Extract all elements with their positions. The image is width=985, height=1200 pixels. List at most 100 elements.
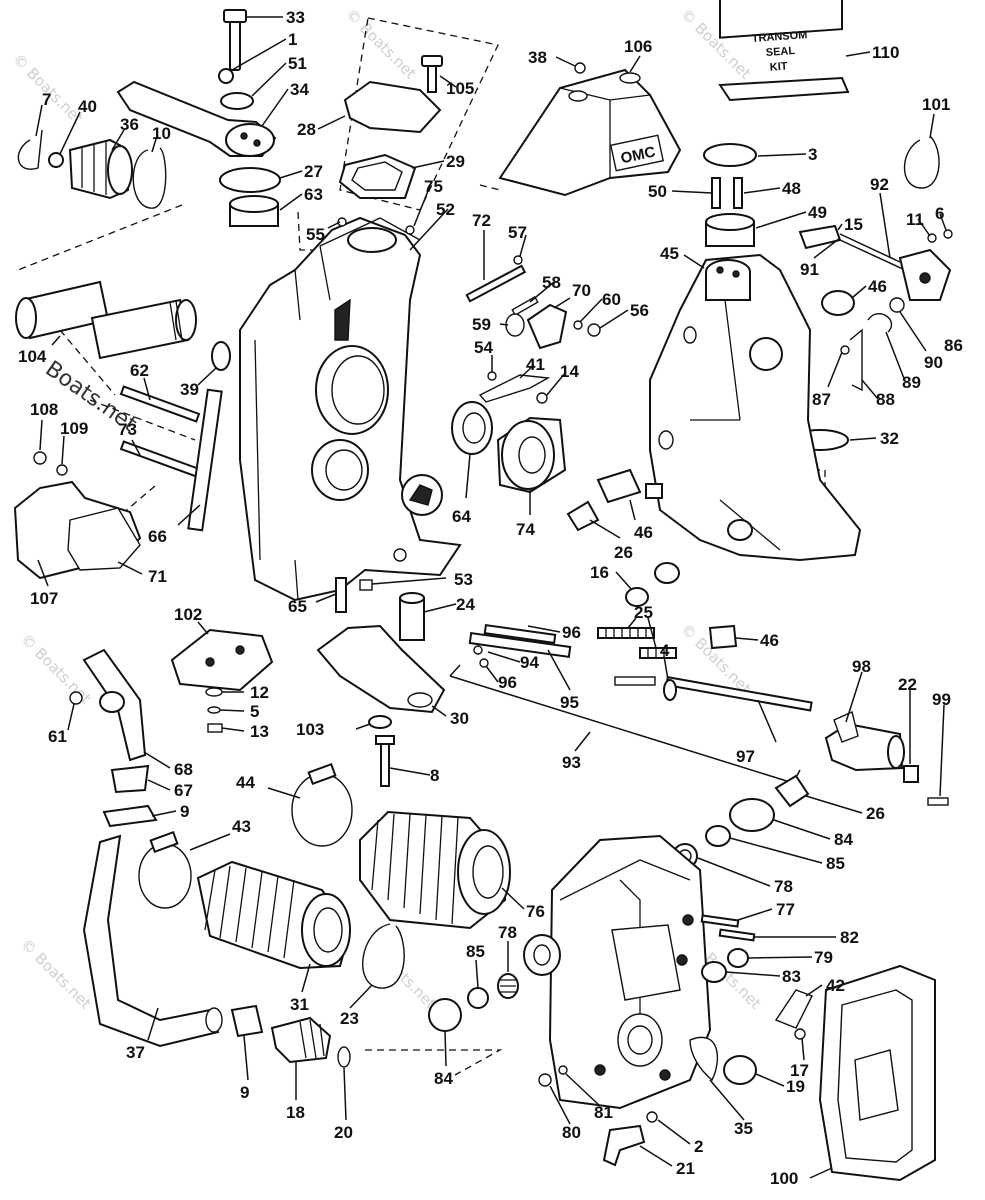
callout-33: 33 [286, 8, 305, 27]
callout-93: 93 [562, 753, 581, 772]
nut-60 [573, 320, 583, 330]
cover-hole [568, 90, 588, 102]
bellows-36-end [107, 145, 133, 195]
kit-line-1: TRANSOM [751, 29, 807, 45]
transom-seal-kit-box[interactable]: TRANSOM SEAL KIT [718, 0, 850, 102]
left-side-parts [13, 280, 231, 580]
bolt-33-head [223, 9, 247, 23]
spring-25a [597, 627, 655, 639]
nut-40 [48, 152, 64, 168]
callout-19: 19 [786, 1077, 805, 1096]
bushing-83 [701, 961, 727, 983]
callout-53: 53 [454, 570, 473, 589]
callout-54: 54 [474, 338, 493, 357]
callout-66: 66 [148, 527, 167, 546]
plate-102 [170, 628, 274, 692]
pin-96b [479, 658, 489, 668]
kit-box-front [719, 0, 843, 39]
callout-55: 55 [306, 225, 325, 244]
clip-22 [903, 765, 919, 783]
screw-6 [943, 229, 953, 239]
callout-32: 32 [880, 429, 899, 448]
washer-109 [56, 464, 68, 476]
sleeve-24-top [399, 592, 425, 604]
callout-34: 34 [290, 80, 309, 99]
callout-labels: 33 1 51 34 7 40 36 10 27 63 105 28 29 38… [18, 8, 963, 1188]
nut-79 [727, 948, 749, 968]
nut-90 [889, 297, 905, 313]
callout-74: 74 [516, 520, 535, 539]
gimbal-housing-right [566, 253, 862, 607]
screw-105-head [421, 55, 443, 67]
stud-77 [700, 914, 740, 928]
clamp-10 [132, 147, 167, 209]
gimbal-housing-left [239, 216, 462, 602]
clamp-7 [17, 129, 43, 170]
tube-104a-end [15, 297, 37, 339]
callout-87: 87 [812, 390, 831, 409]
callout-103: 103 [296, 720, 324, 739]
callout-36: 36 [120, 115, 139, 134]
screw-17 [794, 1028, 806, 1040]
callout-8: 8 [430, 766, 439, 785]
washer-5 [207, 706, 221, 714]
nut-19 [723, 1055, 757, 1085]
callout-6: 6 [935, 204, 944, 223]
screw-99 [927, 797, 949, 806]
callout-99: 99 [932, 690, 951, 709]
callout-78-b: 78 [498, 923, 517, 942]
stud-73 [119, 440, 201, 478]
leader-lines [35, 16, 947, 1179]
screw-57 [513, 255, 523, 265]
callout-86: 86 [944, 336, 963, 355]
transom-plate-hole-3 [594, 1064, 606, 1076]
rod-95 [468, 631, 572, 659]
callout-89: 89 [902, 373, 921, 392]
callout-96-a: 96 [562, 623, 581, 642]
callout-95: 95 [560, 693, 579, 712]
transom-plate-group [523, 834, 936, 1182]
callout-28: 28 [297, 120, 316, 139]
washer-85b [467, 987, 489, 1009]
callout-62: 62 [130, 361, 149, 380]
plate-102-hole-1 [205, 657, 215, 667]
callout-105: 105 [446, 79, 474, 98]
ring-89 [867, 313, 893, 333]
callout-3: 3 [808, 145, 817, 164]
exhaust-cover-group: OMC [498, 62, 682, 197]
callout-43: 43 [232, 817, 251, 836]
washer-51 [220, 92, 254, 110]
callout-100: 100 [770, 1169, 798, 1188]
callout-68: 68 [174, 760, 193, 779]
cover-28 [343, 80, 442, 134]
kit-box-side [718, 76, 850, 102]
callout-35: 35 [734, 1119, 753, 1138]
bracket-70 [526, 303, 568, 350]
steering-arm-hub [225, 123, 275, 157]
callout-52: 52 [436, 200, 455, 219]
seal-boss-inner [533, 944, 551, 966]
callout-15: 15 [844, 215, 863, 234]
callout-7: 7 [42, 90, 51, 109]
block-46 [645, 483, 663, 499]
callout-10: 10 [152, 124, 171, 143]
grommet-67 [110, 764, 150, 794]
callout-29: 29 [446, 152, 465, 171]
housing-right-hole [658, 430, 674, 450]
callout-80: 80 [562, 1123, 581, 1142]
callout-106: 106 [624, 37, 652, 56]
callout-16: 16 [590, 563, 609, 582]
bolt-8 [380, 739, 390, 787]
seal-35 [689, 1036, 719, 1082]
callout-75: 75 [424, 177, 443, 196]
callout-91: 91 [800, 260, 819, 279]
callout-81: 81 [594, 1103, 613, 1122]
shift-lever-98-end [887, 735, 905, 769]
watermark-bl: © Boats.net [17, 935, 95, 1013]
transom-plate-window [611, 924, 681, 1001]
ring-27 [219, 167, 281, 193]
seal-64-inner [462, 412, 486, 444]
callout-21: 21 [676, 1159, 695, 1178]
kit-line-2: SEAL [765, 45, 795, 59]
hose-37-end [205, 1007, 223, 1033]
